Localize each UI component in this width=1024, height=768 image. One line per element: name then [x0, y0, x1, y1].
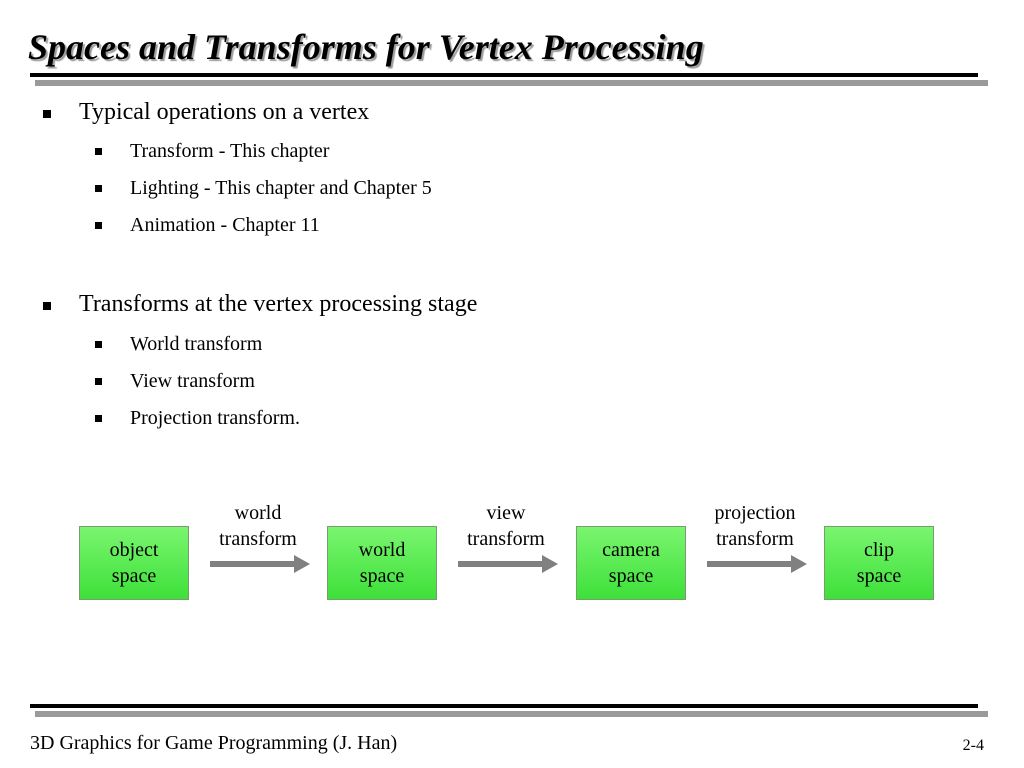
transform-label-world: world transform [219, 502, 297, 550]
sub-bullet-item: View transform [130, 370, 255, 392]
sub-bullet-item: Projection transform. [130, 407, 300, 429]
slide-title: Spaces and Transforms for Vertex Process… [28, 27, 704, 67]
bullet-square [43, 110, 51, 118]
title-rule-gray [35, 80, 988, 86]
bullet-square [43, 302, 51, 310]
footer-rule-black [30, 704, 978, 708]
page-number: 2-4 [962, 737, 984, 754]
sub-bullet-item: Transform - This chapter [130, 140, 330, 162]
sub-bullet-item: Lighting - This chapter and Chapter 5 [130, 177, 432, 199]
transform-label-view: view transform [467, 502, 545, 550]
sub-bullet-square [95, 185, 102, 192]
sub-bullet-item: World transform [130, 333, 263, 355]
space-box-world: world space [327, 526, 437, 600]
space-box-camera: camera space [576, 526, 686, 600]
sub-bullet-square [95, 222, 102, 229]
arrow-right-icon [210, 555, 310, 573]
footer-rule-gray [35, 711, 988, 717]
bullet-item: Typical operations on a vertex [79, 99, 370, 125]
sub-bullet-square [95, 341, 102, 348]
footer-credit: 3D Graphics for Game Programming (J. Han… [30, 732, 398, 754]
sub-bullet-item: Animation - Chapter 11 [130, 214, 320, 236]
sub-bullet-square [95, 415, 102, 422]
bullet-item: Transforms at the vertex processing stag… [79, 291, 478, 317]
sub-bullet-square [95, 148, 102, 155]
arrow-right-icon [458, 555, 558, 573]
space-box-object: object space [79, 526, 189, 600]
title-rule-black [30, 73, 978, 77]
arrow-right-icon [707, 555, 807, 573]
sub-bullet-square [95, 378, 102, 385]
space-box-clip: clip space [824, 526, 934, 600]
transform-label-projection: projection transform [714, 502, 796, 550]
